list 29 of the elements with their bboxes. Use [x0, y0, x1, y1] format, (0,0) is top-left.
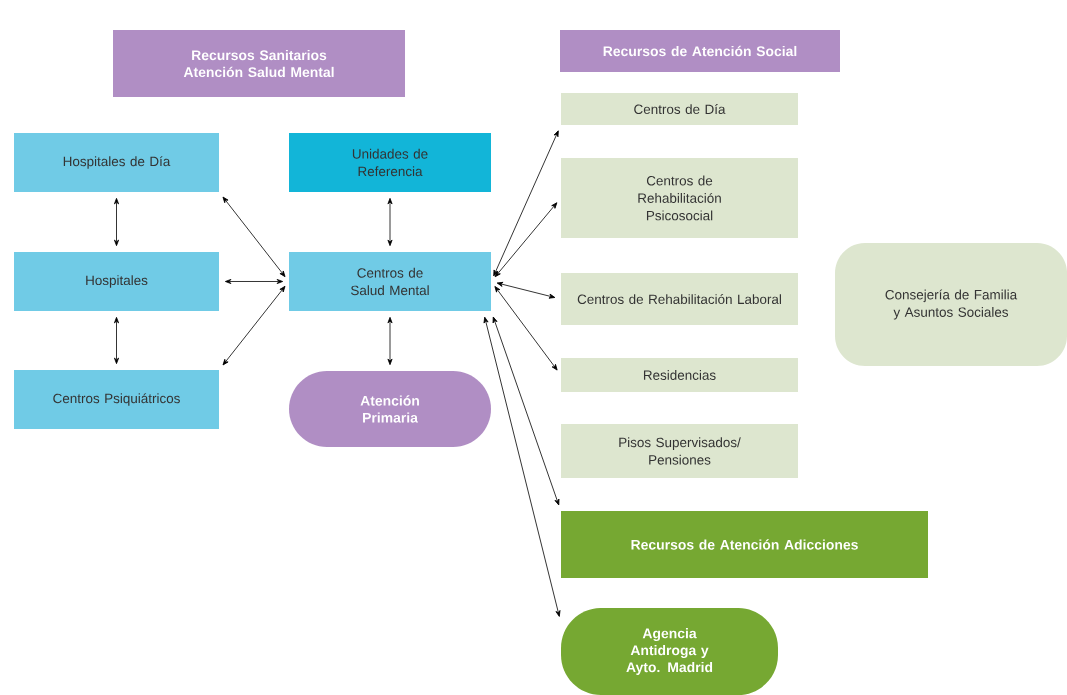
heading-box: Recursos de Atención Adicciones	[561, 511, 928, 578]
arrow	[222, 196, 286, 278]
arrow	[494, 286, 558, 371]
resource-box: Hospitales	[14, 252, 219, 311]
arrow	[114, 316, 119, 365]
pill-box: Agencia Antidroga y Ayto. Madrid	[561, 608, 778, 695]
resource-box: Centros de Rehabilitación Laboral	[561, 273, 798, 325]
arrow	[224, 279, 284, 284]
arrow	[483, 316, 561, 617]
pill-box: Atención Primaria	[289, 371, 491, 447]
arrow	[387, 316, 393, 366]
heading-box: Recursos de Atención Social	[560, 30, 840, 72]
resource-box: Unidades de Referencia	[289, 133, 491, 192]
resource-box: Centros Psiquiátricos	[14, 370, 219, 429]
resource-box: Centros de Salud Mental	[289, 252, 491, 311]
arrow	[493, 130, 559, 277]
arrow	[222, 285, 286, 366]
rounded-box: Consejería de Familia y Asuntos Sociales	[835, 243, 1067, 366]
arrow	[492, 316, 560, 506]
heading-box: Recursos Sanitarios Atención Salud Mental	[113, 30, 405, 97]
arrow	[114, 197, 119, 247]
arrow	[494, 202, 558, 278]
resource-box: Pisos Supervisados/ Pensiones	[561, 424, 798, 478]
arrow	[387, 197, 393, 247]
arrow	[496, 281, 556, 299]
resource-box: Hospitales de Día	[14, 133, 219, 192]
resource-box: Residencias	[561, 358, 798, 392]
resource-box: Centros de Día	[561, 93, 798, 125]
resource-box: Centros de Rehabilitación Psicosocial	[561, 158, 798, 238]
